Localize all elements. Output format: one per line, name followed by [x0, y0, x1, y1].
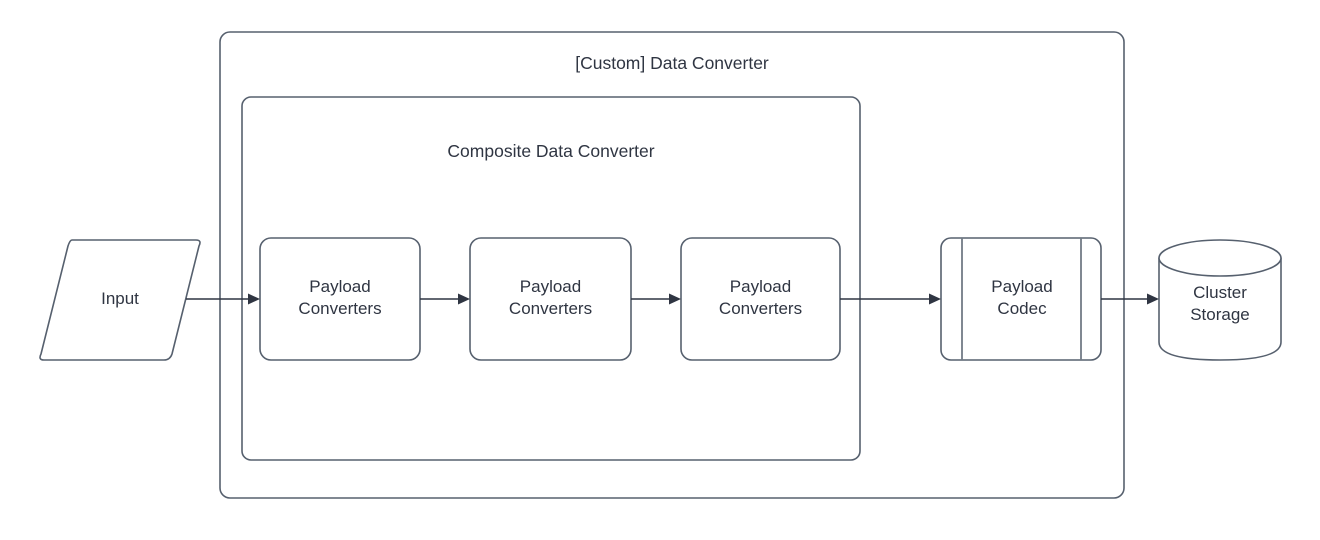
connector-input-to-converter-1	[186, 293, 260, 305]
payload-converters-node-1[interactable]	[259, 237, 421, 361]
payload-converters-node-3[interactable]	[680, 237, 841, 361]
connector-converter-3-to-codec	[840, 293, 941, 305]
connector-codec-to-storage	[1101, 293, 1159, 305]
arrowhead-icon	[248, 293, 260, 305]
arrowhead-icon	[929, 293, 941, 305]
input-node[interactable]	[39, 239, 201, 361]
cluster-storage-node[interactable]	[1158, 239, 1282, 361]
arrowhead-icon	[458, 293, 470, 305]
payload-codec-node[interactable]	[940, 237, 1102, 361]
connector-converter-1-to-converter-2	[420, 293, 470, 305]
connector-converter-2-to-converter-3	[631, 293, 681, 305]
arrowhead-icon	[1147, 293, 1159, 305]
payload-converters-node-2[interactable]	[469, 237, 632, 361]
arrowhead-icon	[669, 293, 681, 305]
